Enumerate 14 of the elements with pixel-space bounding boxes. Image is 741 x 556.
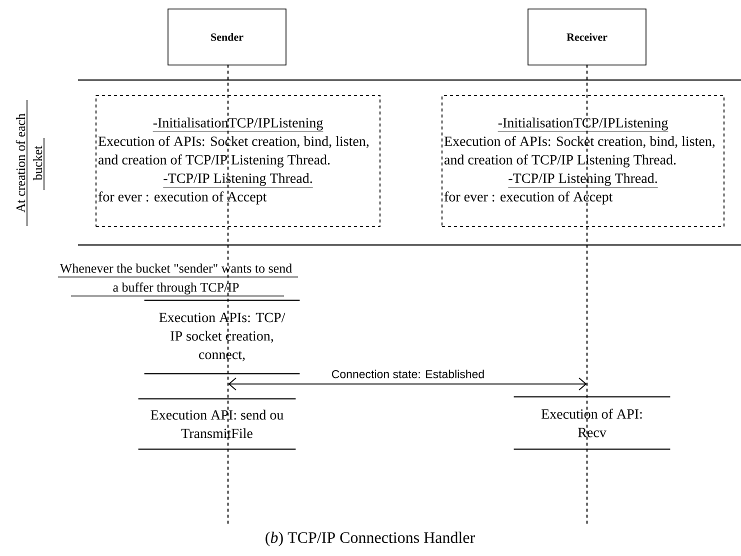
dashed-box: -InitialisationTCP/IPListening Execution of APIs: Socket creation, bind, listen, and creation of TCP/IP Listening Thread. -TCP/IP Listening Thread. for ever : execution of Accept bbox=[96, 95, 380, 227]
side-label: At creation of each bucket bbox=[16, 114, 42, 212]
lifeline bbox=[227, 64, 229, 526]
edge-label: Connection state: Established bbox=[332, 370, 484, 378]
activity-band: Execution API: send ou TransmitFile bbox=[138, 398, 296, 450]
activity-band: Execution of API: Recv bbox=[514, 396, 670, 450]
participant-box: Receiver bbox=[528, 8, 646, 66]
lifeline bbox=[586, 64, 588, 526]
double-arrow bbox=[228, 378, 587, 390]
dashed-box: -InitialisationTCP/IPListening Execution of APIs: Socket creation, bind, listen, and creation of TCP/IP Listening Thread. -TCP/IP Listening Thread. for ever : execution of Accept bbox=[442, 95, 724, 227]
participant-box: Sender bbox=[168, 8, 286, 66]
trigger-note: Whenever the bucket "sender" wants to send a buffer through TCP/IP bbox=[60, 264, 292, 294]
activity-band: Execution APIs: TCP/ IP socket creation, connect, bbox=[144, 300, 300, 374]
caption: (b) TCP/IP Connections Handler bbox=[266, 532, 475, 546]
